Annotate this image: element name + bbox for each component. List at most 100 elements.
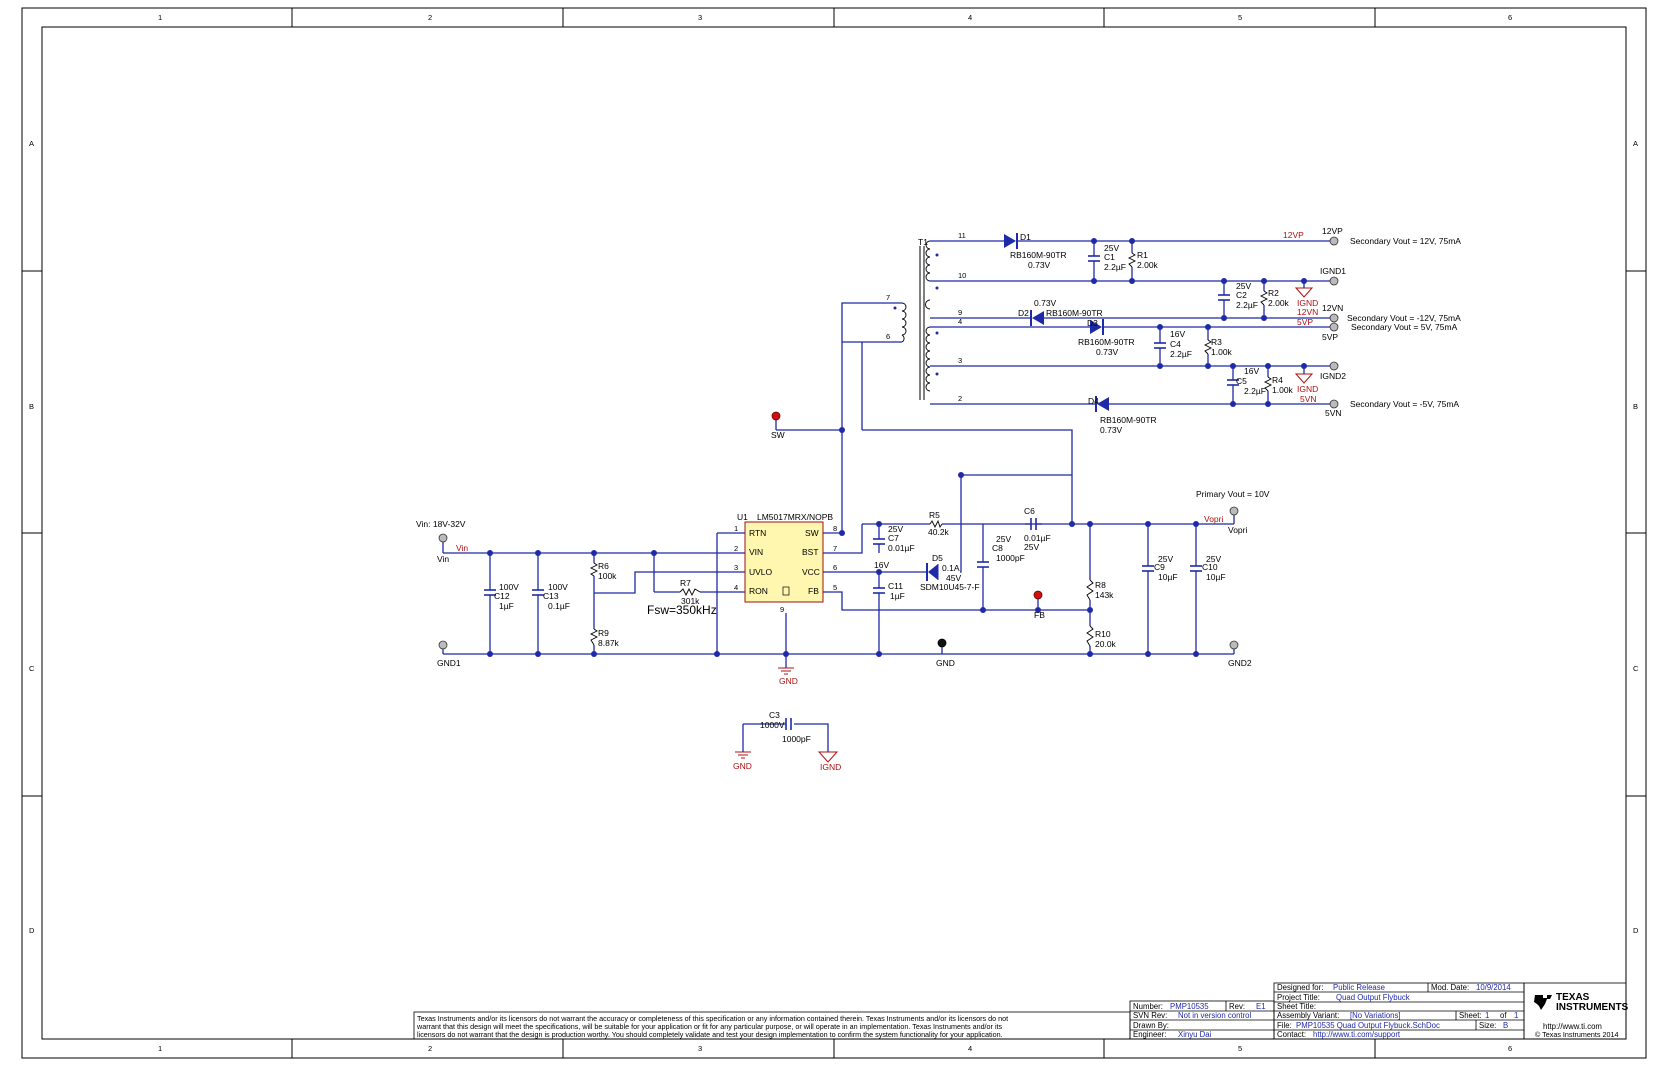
r2-ref: R2 bbox=[1268, 288, 1279, 298]
ti-logo-line-1: TEXAS bbox=[1556, 992, 1590, 1003]
tb-website: http://www.ti.com bbox=[1543, 1022, 1602, 1031]
d3-vf: 0.73V bbox=[1096, 347, 1119, 357]
frame-col-6-bottom: 6 bbox=[1508, 1044, 1512, 1053]
tb-contact-value: http://www.ti.com/support bbox=[1313, 1030, 1401, 1039]
u1-pin-num-8: 8 bbox=[833, 524, 837, 533]
u1-pin-vin: VIN bbox=[749, 547, 763, 557]
tb-variant-value: [No Variations] bbox=[1350, 1011, 1401, 1020]
port-ignd1-label: IGND1 bbox=[1320, 266, 1346, 276]
r10-ref: R10 bbox=[1095, 629, 1111, 639]
diode-d3: D3 RB160M-90TR 0.73V bbox=[1078, 318, 1135, 357]
c7-value: 0.01µF bbox=[888, 543, 915, 553]
frame-row-d-left: D bbox=[29, 926, 35, 935]
u1-pin-vcc: VCC bbox=[802, 567, 820, 577]
c3-value: 1000pF bbox=[782, 734, 811, 744]
diode-d1: D1 RB160M-90TR 0.73V bbox=[1004, 232, 1067, 270]
r5-value: 40.2k bbox=[928, 527, 950, 537]
c10-voltage: 25V bbox=[1206, 554, 1221, 564]
ignd-symbol-2-label: IGND bbox=[1297, 384, 1318, 394]
ignd-symbol-c3-label: IGND bbox=[820, 762, 841, 772]
resistor-shapes bbox=[589, 252, 1273, 647]
resistor-labels: R1 2.00k R2 2.00k R3 1.00k R4 1.00k R5 4… bbox=[598, 250, 1294, 649]
u1-pin-fb: FB bbox=[808, 586, 819, 596]
c6-voltage: 25V bbox=[1024, 542, 1039, 552]
capacitor-labels: 25V C1 2.2µF 25V C2 2.2µF C3 1000V 1000p… bbox=[494, 243, 1266, 744]
tb-mod-date-value: 10/9/2014 bbox=[1476, 983, 1511, 992]
c3-ref: C3 bbox=[769, 710, 780, 720]
u1-pin-ron: RON bbox=[749, 586, 768, 596]
c13-voltage: 100V bbox=[548, 582, 568, 592]
tb-sheet-label: Sheet: bbox=[1459, 1011, 1482, 1020]
u1-pin-num-9: 9 bbox=[780, 605, 784, 614]
frame-row-d-right: D bbox=[1633, 926, 1639, 935]
net-12vn-label: 12VN bbox=[1297, 307, 1318, 317]
t1-pin-9: 9 bbox=[958, 308, 962, 317]
tb-file-label: File: bbox=[1277, 1021, 1292, 1030]
c7-voltage: 25V bbox=[888, 524, 903, 534]
c8-voltage: 25V bbox=[996, 534, 1011, 544]
c13-ref: C13 bbox=[543, 591, 559, 601]
vin-range-note: Vin: 18V-32V bbox=[416, 519, 466, 529]
d1-vf: 0.73V bbox=[1028, 260, 1051, 270]
d3-ref: D3 bbox=[1087, 318, 1098, 328]
tb-svn-label: SVN Rev: bbox=[1133, 1011, 1167, 1020]
ground-symbols: GND GND IGND IGND IGND bbox=[733, 287, 1318, 772]
tb-mod-date-label: Mod. Date: bbox=[1431, 983, 1469, 992]
d2-ref: D2 bbox=[1018, 308, 1029, 318]
ic-u1: U1 LM5017MRX/NOPB RTN VIN UVLO RON SW BS… bbox=[734, 512, 837, 614]
frame-col-3-top: 3 bbox=[698, 13, 702, 22]
port-ignd2-label: IGND2 bbox=[1320, 371, 1346, 381]
net-5vn-label: 5VN bbox=[1300, 394, 1317, 404]
r10-body bbox=[1086, 625, 1094, 647]
u1-ref: U1 bbox=[737, 512, 748, 522]
port-5vp-label: 5VP bbox=[1322, 332, 1338, 342]
d2-vf: 0.73V bbox=[1034, 298, 1057, 308]
tb-rev-label: Rev: bbox=[1229, 1002, 1245, 1011]
u1-pin-bst: BST bbox=[802, 547, 819, 557]
d5-ref: D5 bbox=[932, 553, 943, 563]
u1-pin-sw: SW bbox=[805, 528, 819, 538]
tb-sheet-of: of bbox=[1500, 1011, 1507, 1020]
c1-voltage: 25V bbox=[1104, 243, 1119, 253]
ti-logo-icon: TEXAS INSTRUMENTS bbox=[1534, 992, 1629, 1013]
r8-ref: R8 bbox=[1095, 580, 1106, 590]
c12-ref: C12 bbox=[494, 591, 510, 601]
gnd1-port-label: GND1 bbox=[437, 658, 461, 668]
c4-voltage: 16V bbox=[1170, 329, 1185, 339]
t1-pin-2: 2 bbox=[958, 394, 962, 403]
port-12vp-label: 12VP bbox=[1322, 226, 1343, 236]
sec-m5v-note: Secondary Vout = -5V, 75mA bbox=[1350, 399, 1459, 409]
frame-col-5-top: 5 bbox=[1238, 13, 1242, 22]
port-12vn-label: 12VN bbox=[1322, 303, 1343, 313]
r7-value: 301k bbox=[681, 596, 700, 606]
gnd-symbol-c3 bbox=[735, 751, 751, 759]
r1-body bbox=[1127, 252, 1137, 268]
u1-pin-rtn: RTN bbox=[749, 528, 766, 538]
ignd-symbol-2 bbox=[1294, 373, 1314, 384]
d1-part: RB160M-90TR bbox=[1010, 250, 1067, 260]
r3-value: 1.00k bbox=[1211, 347, 1233, 357]
r10-value: 20.0k bbox=[1095, 639, 1117, 649]
net-5vp-label: 5VP bbox=[1297, 317, 1313, 327]
frame-col-6-top: 6 bbox=[1508, 13, 1512, 22]
frame-row-a-left: A bbox=[29, 139, 34, 148]
d1-ref: D1 bbox=[1020, 232, 1031, 242]
diode-d2: D2 RB160M-90TR 0.73V bbox=[1018, 298, 1103, 326]
t1-pin-6: 6 bbox=[886, 332, 890, 341]
c9-voltage: 25V bbox=[1158, 554, 1173, 564]
tb-variant-label: Assembly Variant: bbox=[1277, 1011, 1339, 1020]
ignd-symbol-1-label: IGND bbox=[1297, 298, 1318, 308]
r6-body bbox=[589, 562, 599, 577]
c5-value: 2.2µF bbox=[1244, 386, 1266, 396]
c2-ref: C2 bbox=[1236, 290, 1247, 300]
r3-ref: R3 bbox=[1211, 337, 1222, 347]
c10-ref: C10 bbox=[1202, 562, 1218, 572]
disclaimer-box: Texas Instruments and/or its licensors d… bbox=[413, 1011, 1131, 1040]
frame-col-5-bottom: 5 bbox=[1238, 1044, 1242, 1053]
frame-col-4-bottom: 4 bbox=[968, 1044, 972, 1053]
frame-row-c-right: C bbox=[1633, 664, 1639, 673]
transformer-t1: T1 11 10 9 4 3 2 7 6 bbox=[886, 231, 966, 403]
c1-value: 2.2µF bbox=[1104, 262, 1126, 272]
r5-body bbox=[929, 519, 943, 529]
frame-col-2-top: 2 bbox=[428, 13, 432, 22]
